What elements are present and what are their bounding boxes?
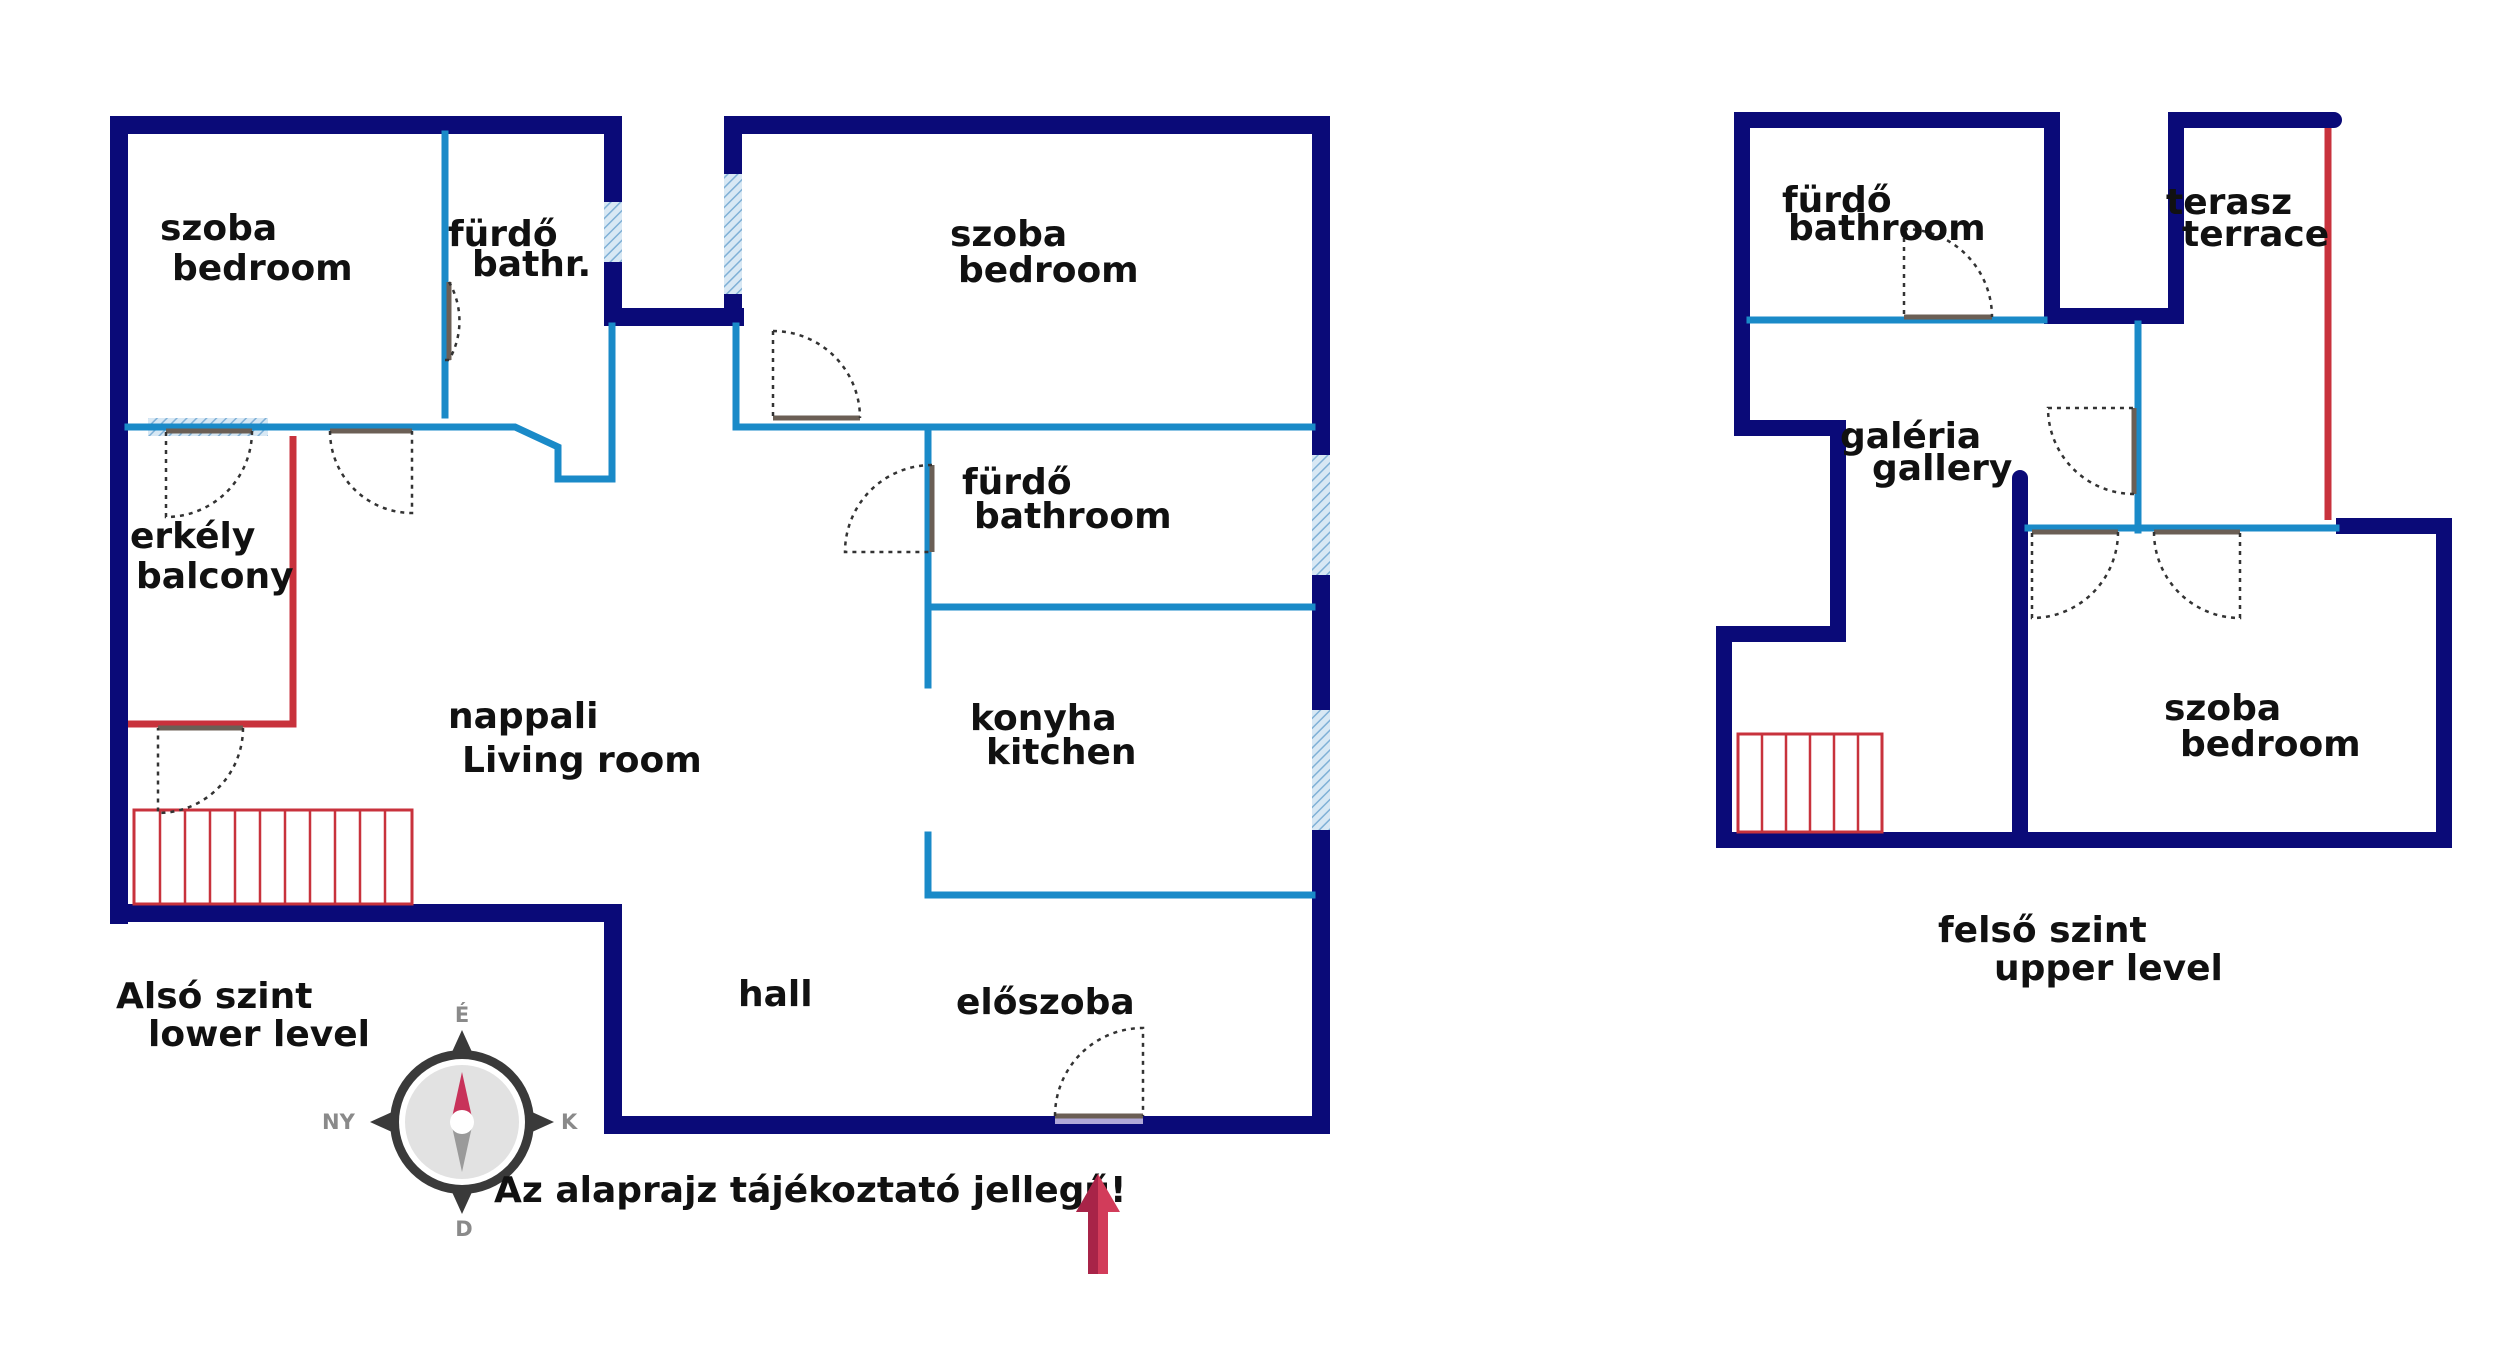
room-label-gallery-en: gallery	[1872, 448, 2012, 489]
door-bathroom-small	[445, 281, 461, 362]
room-label-bedroom-right-hu: szoba	[950, 214, 1067, 255]
upper-exterior-walls	[1716, 112, 2452, 848]
room-label-upper-bathroom-en: bathroom	[1788, 208, 1986, 249]
room-label-bathroom-small-en: bathr.	[472, 244, 591, 285]
room-label-upper-bedroom-hu: szoba	[2164, 688, 2281, 729]
compass-west-label: NY	[322, 1110, 356, 1134]
room-label-upper-bedroom-en: bedroom	[2180, 724, 2361, 765]
room-label-balcony-en: balcony	[136, 556, 294, 597]
room-label-gallery-hu: galéria	[1840, 416, 1981, 457]
lower-room-labels: szoba bedroom fürdő bathr. szoba bedroom…	[130, 208, 1172, 1023]
room-label-bedroom-left-en: bedroom	[172, 248, 353, 289]
room-label-terrace-en: terrace	[2182, 214, 2329, 255]
room-label-bedroom-left-hu: szoba	[160, 208, 277, 249]
door-bedroom-right	[771, 329, 862, 421]
lower-partitions	[124, 130, 1316, 899]
door-bathroom-right	[843, 463, 935, 554]
disclaimer-text: Az alaprajz tájékoztató jellegű!	[494, 1170, 1126, 1211]
door-upper-bathroom	[1902, 227, 1994, 320]
compass-north-label: É	[455, 1002, 469, 1027]
room-label-upper-bathroom-hu: fürdő	[1782, 180, 1892, 221]
room-label-living-room-hu: nappali	[448, 696, 598, 737]
room-label-terrace-hu: terasz	[2166, 182, 2292, 223]
door-entrance	[1053, 1026, 1145, 1124]
room-label-entrance-hall: előszoba	[956, 982, 1135, 1023]
lower-doors	[156, 281, 1145, 1124]
room-label-balcony-hu: erkély	[130, 516, 255, 557]
upper-level-title-en: upper level	[1994, 948, 2223, 989]
door-balcony-bottom	[156, 725, 245, 815]
room-label-bathroom-right-en: bathroom	[974, 496, 1172, 537]
door-upper-bedroom-left	[2030, 529, 2120, 620]
balcony-railing	[128, 436, 297, 728]
door-bedroom-left	[328, 428, 414, 515]
upper-doors	[1902, 227, 2242, 620]
room-label-bathroom-small-hu: fürdő	[448, 214, 558, 255]
upper-partitions	[1746, 316, 2340, 534]
room-label-bedroom-right-en: bedroom	[958, 250, 1139, 291]
compass-east-label: K	[561, 1110, 578, 1134]
lower-level-plan	[110, 116, 1330, 1134]
room-label-kitchen-en: kitchen	[986, 732, 1137, 773]
door-balcony-top	[164, 428, 254, 519]
upper-level-title: felső szint	[1938, 910, 2147, 951]
room-label-kitchen-hu: konyha	[970, 698, 1117, 739]
lower-level-title-en: lower level	[148, 1014, 370, 1055]
compass-icon: É D NY K	[322, 1002, 578, 1241]
compass-south-label: D	[455, 1217, 472, 1241]
upper-room-labels: fürdő bathroom terasz terrace galéria ga…	[1782, 180, 2361, 765]
upper-stairs	[1736, 732, 1884, 834]
lower-level-title: Alsó szint	[116, 976, 312, 1017]
upper-level-plan	[1716, 112, 2452, 848]
room-label-living-room-en: Living room	[462, 740, 702, 781]
room-label-hall: hall	[738, 974, 813, 1015]
entrance-arrow-icon	[1076, 1174, 1120, 1274]
door-upper-bedroom-right	[2152, 529, 2242, 620]
room-label-bathroom-right-hu: fürdő	[962, 462, 1072, 503]
door-terrace	[2046, 406, 2137, 496]
lower-stairs	[132, 808, 414, 906]
lower-exterior-walls	[110, 116, 1330, 1134]
